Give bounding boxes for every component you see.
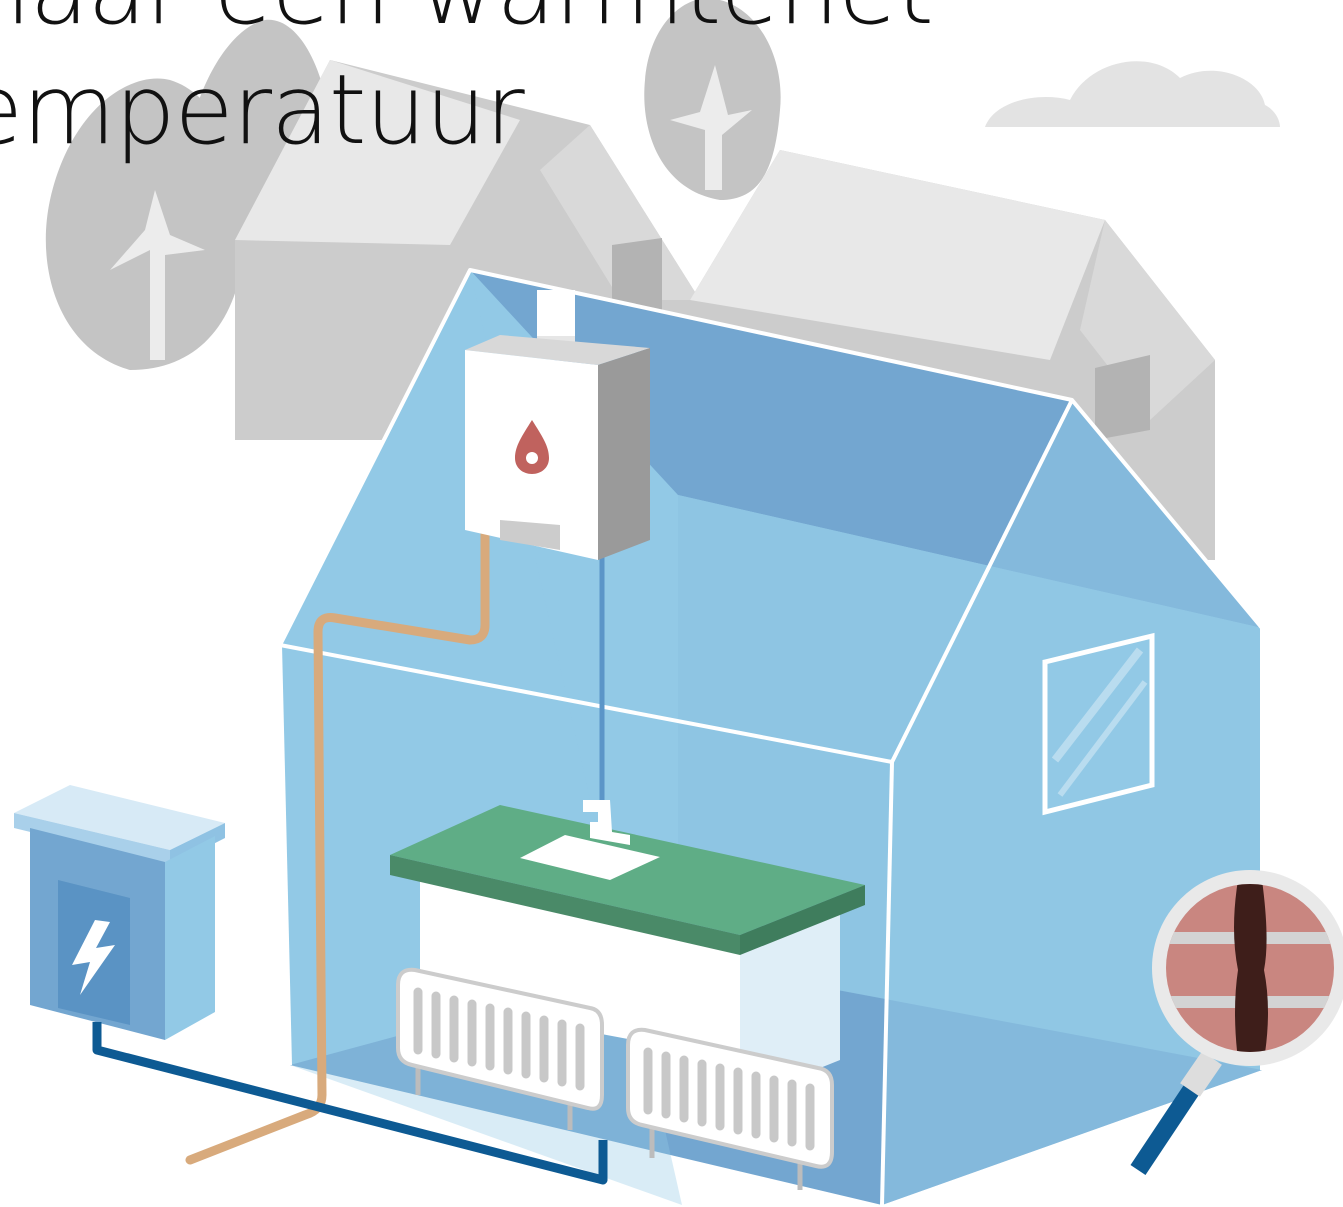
page-title-line-2: emperatuur (0, 62, 524, 158)
cloud (985, 61, 1280, 127)
magnifier-icon (1138, 870, 1343, 1170)
page-title-line-1: naar een warmtenet (0, 0, 933, 38)
house-window (1045, 636, 1152, 812)
